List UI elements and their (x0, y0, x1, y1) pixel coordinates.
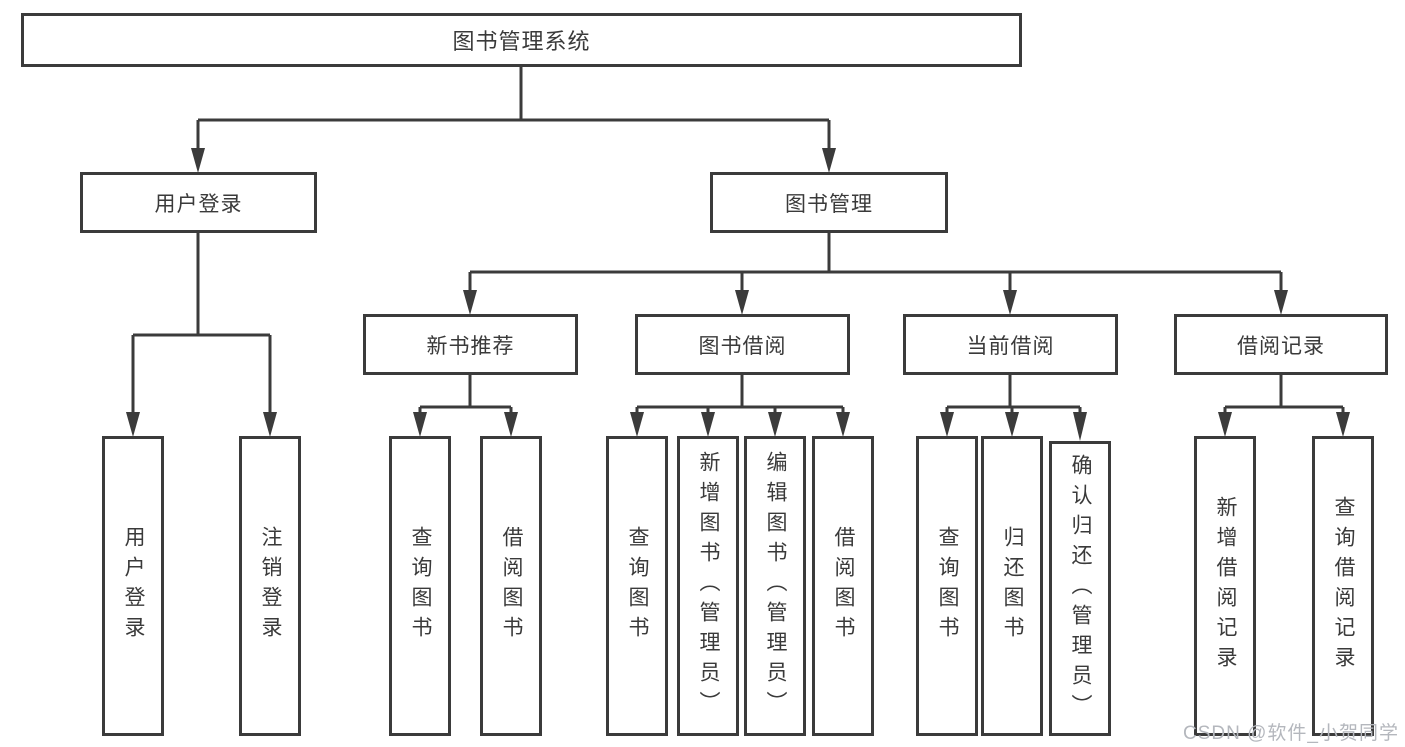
leaf-edit-books-admin: 编辑图书（管理员） (744, 436, 806, 736)
leaf-query-books-borrow: 查询图书 (606, 436, 668, 736)
node-label: 借阅记录 (1237, 334, 1325, 358)
leaf-label: 注销登录 (259, 526, 282, 646)
leaf-return-books: 归还图书 (981, 436, 1043, 736)
leaf-label: 查询借阅记录 (1332, 496, 1355, 676)
leaf-label: 编辑图书（管理员） (764, 451, 787, 721)
node-label: 图书管理 (785, 192, 873, 216)
leaf-logout-login: 注销登录 (239, 436, 301, 736)
node-label: 图书管理系统 (452, 29, 591, 54)
node-label: 用户登录 (154, 192, 243, 216)
node-current-borrow: 当前借阅 (903, 314, 1118, 375)
node-borrow-records: 借阅记录 (1174, 314, 1388, 375)
leaf-query-books-current: 查询图书 (916, 436, 978, 736)
node-library-management-system: 图书管理系统 (21, 13, 1022, 67)
leaf-label: 借阅图书 (500, 526, 523, 646)
leaf-add-books-admin: 新增图书（管理员） (677, 436, 739, 736)
leaf-label: 借阅图书 (832, 526, 855, 646)
leaf-confirm-return-admin: 确认归还（管理员） (1049, 441, 1111, 736)
leaf-label: 查询图书 (409, 526, 432, 646)
node-new-book-recommend: 新书推荐 (363, 314, 578, 375)
leaf-query-borrow-record: 查询借阅记录 (1312, 436, 1374, 736)
node-label: 新书推荐 (426, 334, 515, 358)
node-user-login: 用户登录 (80, 172, 317, 233)
leaf-add-borrow-record: 新增借阅记录 (1194, 436, 1256, 736)
leaf-label: 确认归还（管理员） (1069, 453, 1092, 724)
leaf-query-books-recommend: 查询图书 (389, 436, 451, 736)
node-label: 当前借阅 (966, 334, 1055, 358)
leaf-label: 用户登录 (122, 526, 145, 646)
node-label: 图书借阅 (698, 334, 787, 358)
leaf-borrow-books-borrow: 借阅图书 (812, 436, 874, 736)
leaf-label: 新增借阅记录 (1214, 496, 1237, 676)
csdn-watermark: CSDN @软件_小贺同学 (1183, 723, 1399, 744)
leaf-label: 归还图书 (1001, 526, 1024, 646)
leaf-label: 查询图书 (936, 526, 959, 646)
node-book-borrow: 图书借阅 (635, 314, 850, 375)
leaf-label: 查询图书 (626, 526, 649, 646)
leaf-label: 新增图书（管理员） (697, 451, 720, 721)
leaf-borrow-books-recommend: 借阅图书 (480, 436, 542, 736)
node-book-management: 图书管理 (710, 172, 948, 233)
leaf-user-login: 用户登录 (102, 436, 164, 736)
